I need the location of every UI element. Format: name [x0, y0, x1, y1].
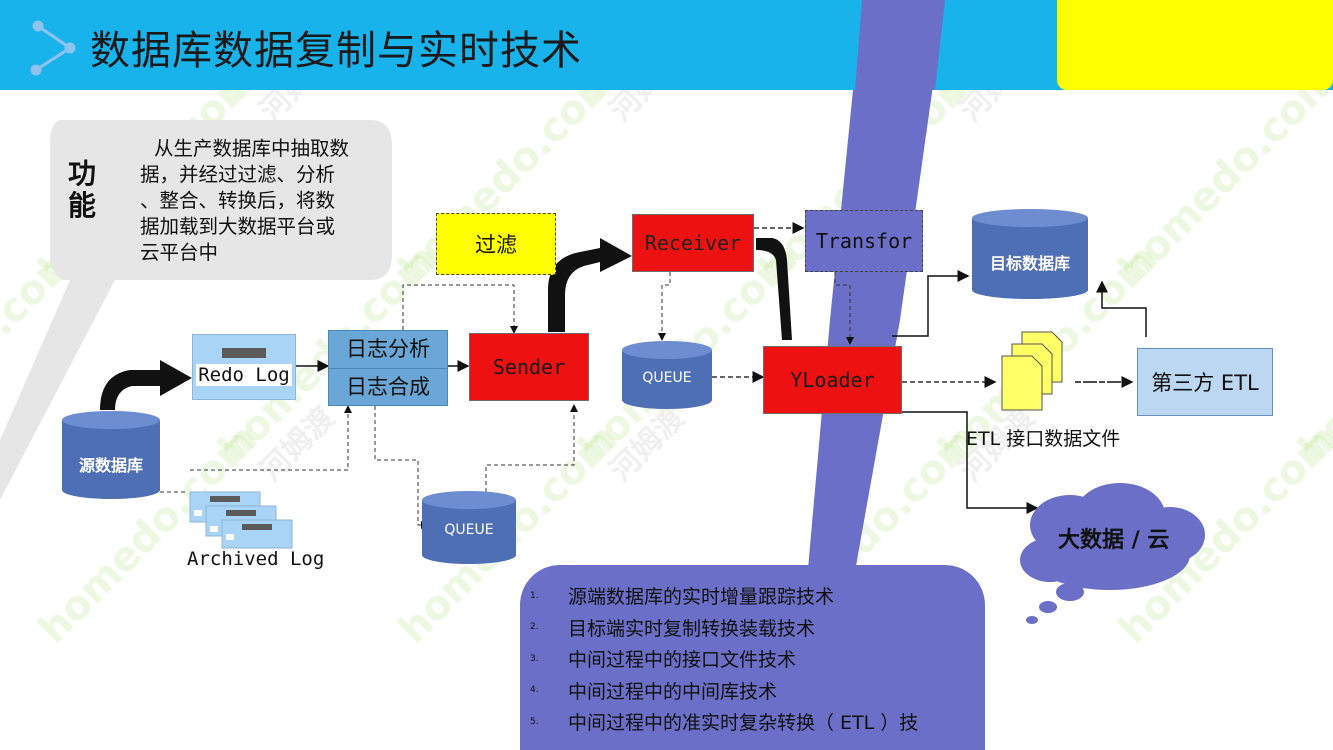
yloader-node: YLoader — [763, 346, 902, 414]
tech-list-panel — [520, 565, 985, 750]
queue1-label: QUEUE — [444, 522, 494, 538]
third-party-etl-node: 第三方 ETL — [1137, 348, 1273, 416]
list-item: 3.中间过程中的接口文件技术 — [530, 649, 797, 672]
redo-log-node: Redo Log — [192, 334, 296, 400]
list-item: 1.源端数据库的实时增量跟踪技术 — [530, 586, 835, 609]
network-icon — [30, 20, 76, 76]
receiver-node: Receiver — [632, 214, 754, 272]
queue2-cylinder — [622, 341, 712, 409]
queue1-cylinder — [422, 491, 516, 564]
arrow-sender-to-receiver — [548, 238, 632, 332]
source-db-cylinder — [62, 411, 160, 499]
redo-log-label: Redo Log — [196, 364, 292, 386]
archived-log-label: Archived Log — [187, 548, 325, 570]
page-title: 数据库数据复制与实时技术 — [90, 28, 582, 74]
file-stack-icon — [1001, 331, 1063, 411]
callout-line: 云平台中 — [140, 241, 219, 264]
target-db-label: 目标数据库 — [989, 254, 1070, 273]
arrow-source-to-redo — [100, 360, 192, 410]
transfor-node: Transfor — [805, 210, 923, 272]
tech-list: 1.源端数据库的实时增量跟踪技术 2.目标端实时复制转换装载技术 3.中间过程中… — [530, 580, 975, 738]
log-processor-node: 日志分析 日志合成 — [328, 330, 448, 406]
callout-heading-line1: 功 — [68, 157, 97, 190]
header-accent-box — [1057, 0, 1333, 90]
document-icon — [222, 348, 266, 358]
callout-line: 、整合、转换后，将数 — [140, 189, 336, 212]
bigdata-label: 大数据 / 云 — [1058, 528, 1170, 553]
list-item: 5.中间过程中的准实时复杂转换（ ETL ）技 — [530, 712, 919, 735]
list-item: 4.中间过程中的中间库技术 — [530, 680, 778, 703]
callout-line: 从生产数据库中抽取数 — [154, 137, 350, 160]
log-compose-label: 日志合成 — [346, 375, 430, 399]
callout-heading: 功 能 — [68, 158, 96, 222]
callout-line: 据加载到大数据平台或 — [140, 215, 336, 238]
callout-heading-line2: 能 — [68, 189, 97, 222]
target-db-cylinder — [972, 209, 1088, 299]
arrow-receiver-to-yloader — [756, 238, 792, 340]
log-analysis-label: 日志分析 — [329, 331, 447, 369]
queue2-label: QUEUE — [642, 370, 692, 386]
cloud-icon — [1020, 483, 1205, 624]
callout-text: 从生产数据库中抽取数 据，并经过过滤、分析 、整合、转换后，将数 据加载到大数据… — [140, 136, 349, 266]
callout-line: 据，并经过过滤、分析 — [140, 163, 336, 186]
sender-node: Sender — [469, 333, 589, 401]
etl-files-label: ETL 接口数据文件 — [966, 428, 1121, 450]
archived-log-icon — [189, 491, 293, 549]
filter-node: 过滤 — [436, 213, 556, 275]
callout-shape — [0, 120, 392, 500]
source-db-label: 源数据库 — [78, 456, 143, 475]
list-item: 2.目标端实时复制转换装载技术 — [530, 617, 816, 640]
